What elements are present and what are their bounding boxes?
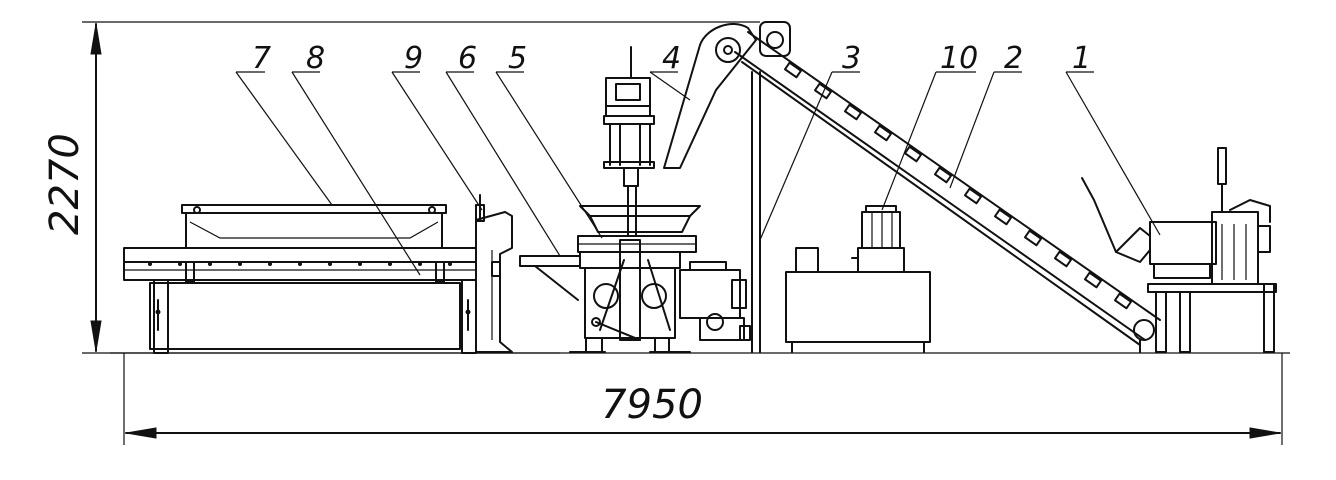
arrow-head-right [1249, 427, 1281, 439]
pallet-table [123, 204, 477, 354]
arrow-head-top [90, 23, 102, 55]
callout-3: 3 [842, 41, 861, 76]
callout-6: 6 [458, 41, 477, 76]
callout-10: 10 [940, 41, 978, 76]
callout-2: 2 [1004, 41, 1023, 76]
callout-8: 8 [306, 41, 325, 76]
arrow-head-bottom [90, 320, 102, 352]
callout-9: 9 [404, 41, 423, 76]
forming-machine [519, 46, 751, 353]
callout-1: 1 [1072, 41, 1091, 76]
height-dimension-label: 2270 [42, 133, 88, 235]
arrow-head-left [125, 427, 157, 439]
callout-5: 5 [508, 41, 527, 76]
width-dimension-label: 7950 [601, 382, 703, 428]
width-dimension: 7950 [123, 353, 1283, 445]
callout-leaders [235, 71, 1161, 276]
callout-4: 4 [662, 41, 681, 76]
table-rivets [148, 262, 452, 266]
hydraulic-station [785, 205, 931, 353]
conveyor-cleats [783, 61, 1133, 310]
callout-labels: 7 8 9 6 5 4 3 10 2 1 [252, 41, 1091, 76]
callout-7: 7 [252, 41, 271, 76]
pusher-block [475, 194, 513, 353]
mixer-unit [1081, 147, 1277, 353]
